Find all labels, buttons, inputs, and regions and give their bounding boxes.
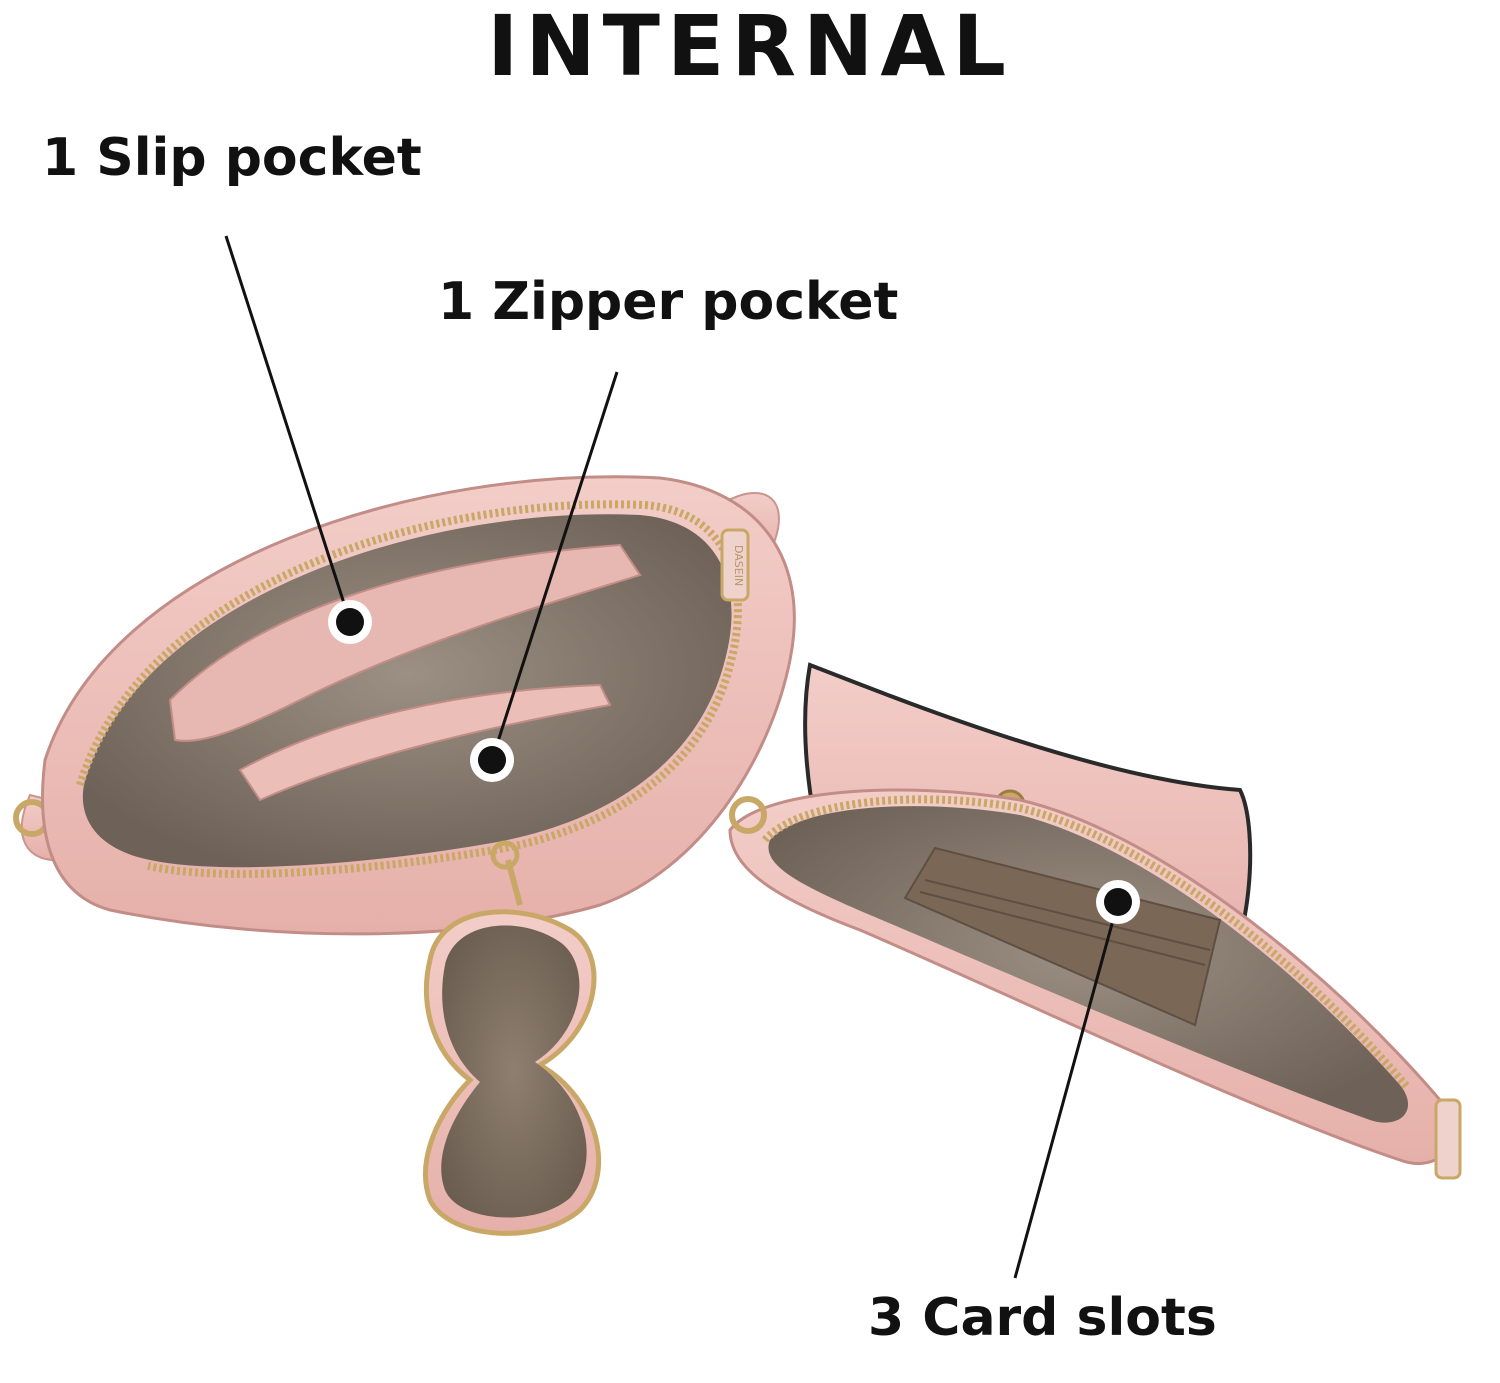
zipper-pull (1434, 1098, 1462, 1180)
card-slots-label: 3 Card slots (868, 1288, 1217, 1348)
crossbody-bag: DASEIN (13, 475, 796, 936)
coin-purse-interior (441, 925, 587, 1218)
card-slots-marker (1104, 888, 1132, 916)
zipper-pull (720, 528, 750, 602)
slip-pocket-panel (168, 543, 642, 742)
slip-pocket-leader-line (224, 235, 352, 623)
zipper-pocket-label: 1 Zipper pocket (438, 272, 899, 332)
card-slot-panel (903, 846, 1222, 1027)
card-slots-leader-line (1013, 901, 1120, 1279)
card-slot-line (919, 891, 1206, 966)
brand-mark: DASEIN (732, 545, 745, 586)
zipper-pocket-leader-line (490, 371, 619, 761)
slip-pocket-label: 1 Slip pocket (42, 128, 422, 188)
page-title: INTERNAL (487, 0, 1013, 95)
zipper-pocket-marker (478, 746, 506, 774)
callouts (224, 235, 1140, 1279)
zipper-pocket-panel (238, 683, 612, 802)
clutch-bag (728, 662, 1462, 1180)
d-ring (729, 796, 767, 834)
card-slot-line (924, 879, 1211, 951)
clasp-ring (490, 840, 520, 870)
coin-purse (423, 840, 602, 1236)
slip-pocket-marker (336, 608, 364, 636)
